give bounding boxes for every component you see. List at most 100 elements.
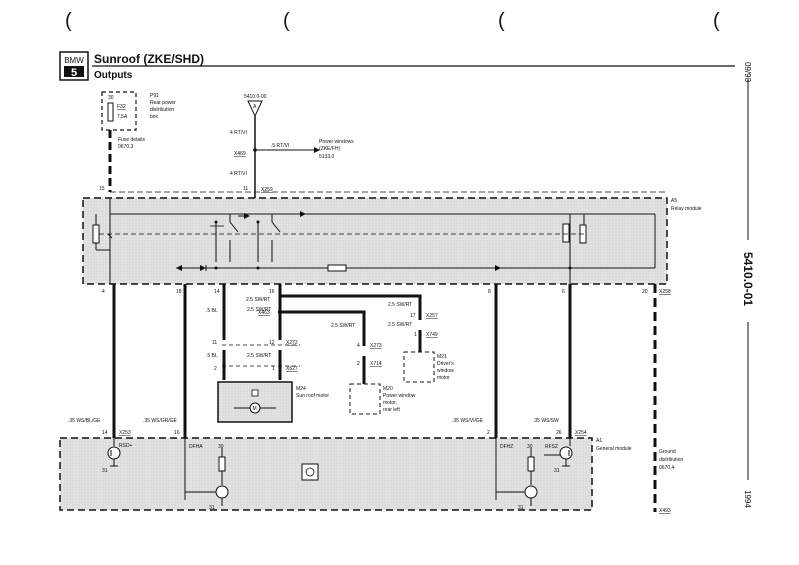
pin-label: 31 <box>102 468 108 474</box>
general-module-desc: General module <box>596 446 632 452</box>
reference-triangle <box>247 100 263 118</box>
connector-label: X258 <box>659 289 671 295</box>
connector-label: X259 <box>261 187 273 193</box>
issue-date: 09/93 <box>743 62 752 83</box>
wire-label: .35 WS/VI/GE <box>452 418 484 424</box>
bmw-logo: BMW 5 <box>59 51 89 81</box>
connector-label: X253 <box>119 430 131 436</box>
motor-desc: motor, <box>383 400 397 406</box>
pin-label: 14 <box>214 289 220 295</box>
pin-label: 4 <box>357 343 360 349</box>
ground-label: distribution <box>659 457 683 463</box>
wire-label: 2.5 SW/RT <box>247 353 271 359</box>
pin-label: 26 <box>556 430 562 436</box>
pin-label: 2 <box>487 430 490 436</box>
fuse-location-desc: box <box>150 114 159 120</box>
motor-symbol: M <box>253 406 257 412</box>
sun-roof-motor-m24: M <box>217 381 293 423</box>
pin-label: 16 <box>174 430 180 436</box>
motor-id: M24 <box>296 386 306 392</box>
motor-desc: rear left <box>383 407 401 413</box>
motor-id: M21 <box>437 354 447 360</box>
wire-label: 2.5 SW/RT <box>388 322 412 328</box>
pin-label: 1 <box>414 332 417 338</box>
signal-label: RSD+ <box>119 443 133 449</box>
wire-label: .5 RT/VI <box>271 143 289 149</box>
signal-label: RFSZ <box>545 444 558 450</box>
power-windows-ref: 5133.0 <box>319 154 335 160</box>
ground-ref: 0670.4 <box>659 465 675 471</box>
logo-brand: BMW <box>64 56 84 65</box>
fuse-location-desc: distribution <box>150 107 174 113</box>
pin-label: 1 <box>272 366 275 372</box>
connector-label: X493 <box>659 508 671 514</box>
pin-label: 30 <box>527 444 533 450</box>
fuse-id: F32 <box>117 104 126 110</box>
power-windows-label: (ZKE/FH) <box>319 146 340 152</box>
wire-label: 2.5 SW/RT <box>388 302 412 308</box>
model-year: 1994 <box>743 490 752 508</box>
relay-module-a5 <box>82 197 668 285</box>
pin-label: 30 <box>218 444 224 450</box>
pin-label: 6 <box>562 289 565 295</box>
connector-label: X463 <box>258 310 270 316</box>
motor-desc: Sun roof motor <box>296 393 329 399</box>
pin-label: 12 <box>269 340 275 346</box>
pin-label: 18 <box>176 289 182 295</box>
fuse-rating: 7.5A <box>117 114 128 120</box>
relay-module-id: A5 <box>671 198 677 204</box>
connector-label: X272 <box>286 340 298 346</box>
wire-label: .5 BL <box>206 308 218 314</box>
power-windows-label: Power windows <box>319 139 354 145</box>
fuse-location: P91 <box>150 93 159 99</box>
page-subtitle: Outputs <box>94 70 133 81</box>
connector-label: X273 <box>370 343 382 349</box>
wire-label: .35 WS/BL/GE <box>68 418 101 424</box>
pin-label: 31 <box>209 505 215 511</box>
connector-label: X254 <box>575 430 587 436</box>
pin-label: 15 <box>99 186 105 192</box>
wire-label: 4 RT/VI <box>230 130 247 136</box>
pin-label: 2 <box>214 366 217 372</box>
pin-label: 4 <box>102 289 105 295</box>
connector-label: X627 <box>286 366 298 372</box>
motor-id: M20 <box>383 386 393 392</box>
pin-label: 31 <box>518 505 524 511</box>
drivers-window-motor-m21 <box>403 351 435 383</box>
general-module-id: A1 <box>596 438 602 444</box>
wire-label: 2.5 SW/RT <box>246 297 270 303</box>
pin-label: 8 <box>488 289 491 295</box>
connector-label: X714 <box>370 361 382 367</box>
connector-label: X749 <box>426 332 438 338</box>
wire-label: .35 WS/GR/GE <box>143 418 178 424</box>
wire-label: .35 WS/SW <box>533 418 559 424</box>
fuse-location-desc: Rear power <box>150 100 176 106</box>
general-module-a1 <box>59 437 593 511</box>
fuse-f32: 30 F32 7.5A <box>101 91 137 131</box>
signal-label: DFHZ <box>500 444 513 450</box>
pin-label: 11 <box>212 340 217 346</box>
wire-label: 2.5 SW/RT <box>247 307 271 313</box>
binder-mark: ( <box>498 10 505 32</box>
logo-series: 5 <box>71 67 77 79</box>
motor-desc: motor <box>437 375 450 381</box>
pin-label: 17 <box>410 313 416 319</box>
motor-desc: Driver's <box>437 361 454 367</box>
reference-letter: A <box>253 104 257 110</box>
ground-label: Ground <box>659 449 676 455</box>
page-title: Sunroof (ZKE/SHD) <box>94 52 204 66</box>
motor-desc: Power window <box>383 393 416 399</box>
fuse-details-ref: 0670.3 <box>118 144 134 150</box>
fuse-pin: 30 <box>108 95 114 101</box>
wire-label: 2.5 SW/RT <box>331 323 355 329</box>
fuse-details-label: Fuse details <box>118 137 145 143</box>
pin-label: 2 <box>357 361 360 367</box>
motor-desc: window <box>437 368 454 374</box>
section-code: 5410.0-01 <box>741 252 755 306</box>
pin-label: 11 <box>243 186 248 192</box>
pin-label: 20 <box>642 289 648 295</box>
pin-label: 14 <box>102 430 108 436</box>
relay-module-desc: Relay module <box>671 206 702 212</box>
